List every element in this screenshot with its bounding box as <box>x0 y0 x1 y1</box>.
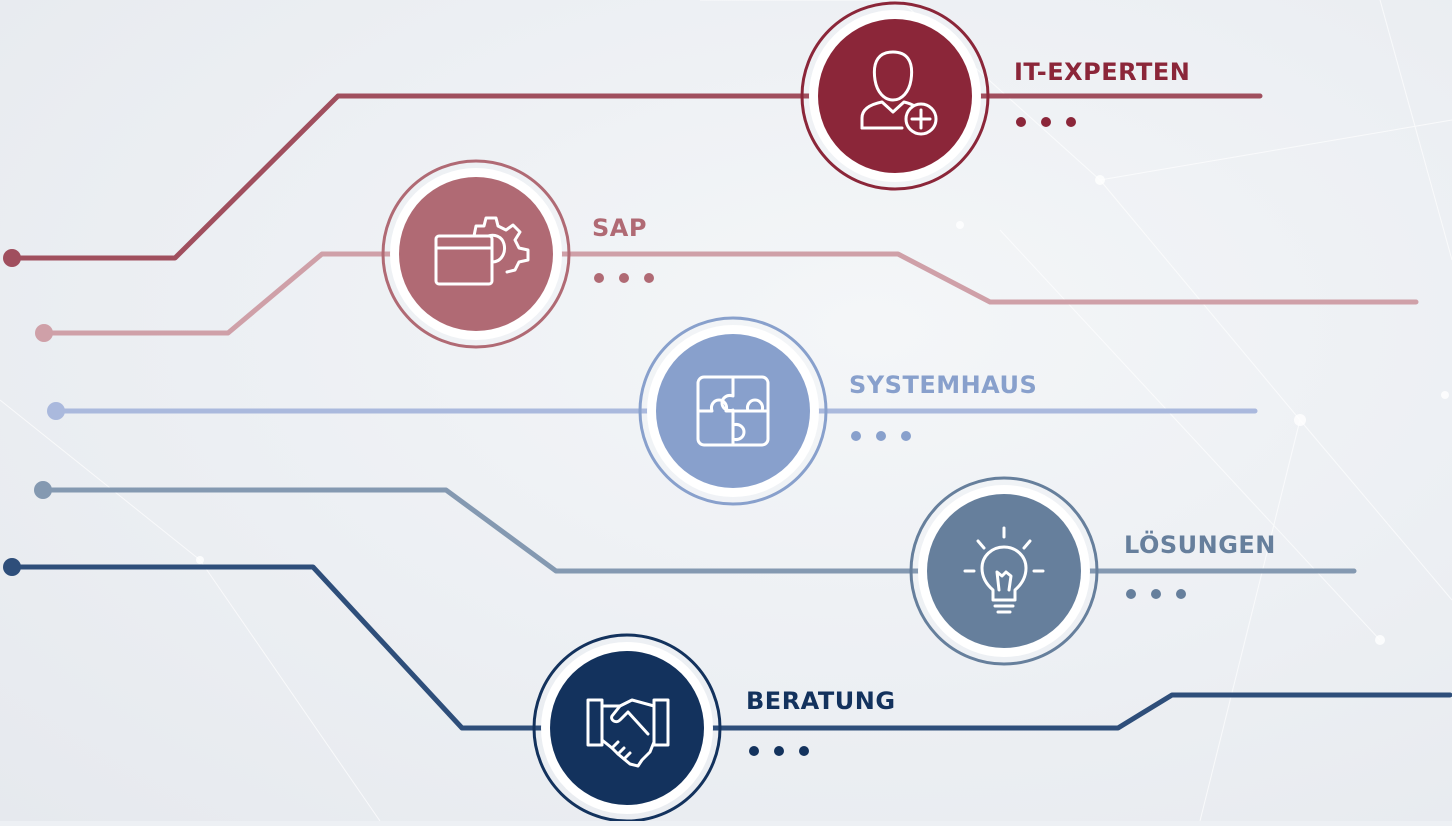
connector-line-sap <box>41 251 1419 336</box>
node-disc <box>818 19 972 173</box>
node-label: SAP <box>592 214 647 242</box>
lightbulb-icon <box>963 526 1045 614</box>
line-start-dot-sap <box>35 324 53 342</box>
node-systemhaus[interactable]: SYSTEMHAUS <box>638 316 1037 506</box>
node-disc <box>399 177 553 331</box>
browser-gear-icon <box>434 216 530 286</box>
node-beratung[interactable]: BERATUNG <box>532 633 896 823</box>
connector-line-beratung <box>9 564 1452 731</box>
node-it-experten[interactable]: IT-EXPERTEN <box>800 1 1190 191</box>
handshake-icon <box>586 698 670 768</box>
node-label: LÖSUNGEN <box>1124 529 1276 559</box>
line-start-dot-it-experten <box>3 249 21 267</box>
node-disc <box>927 494 1081 648</box>
node-loesungen[interactable]: LÖSUNGEN <box>909 476 1276 666</box>
connector-line-it-experten <box>9 93 1263 261</box>
line-start-dot-loesungen <box>34 481 52 499</box>
node-disc <box>550 651 704 805</box>
more-dots[interactable] <box>749 746 809 756</box>
line-start-dot-beratung <box>3 558 21 576</box>
node-outer-ring <box>638 316 828 506</box>
node-outer-ring <box>800 1 990 191</box>
node-outer-ring <box>909 476 1099 666</box>
more-dots[interactable] <box>594 273 654 283</box>
node-label: IT-EXPERTEN <box>1014 58 1190 86</box>
line-start-dot-systemhaus <box>47 402 65 420</box>
background-dots <box>196 175 1449 645</box>
node-label: SYSTEMHAUS <box>849 371 1037 399</box>
node-outer-ring <box>381 159 571 349</box>
more-dots[interactable] <box>851 431 911 441</box>
puzzle-icon <box>696 375 770 447</box>
node-sap[interactable]: SAP <box>381 159 654 349</box>
node-label: BERATUNG <box>746 687 896 715</box>
more-dots[interactable] <box>1016 117 1076 127</box>
user-plus-icon <box>860 50 938 136</box>
more-dots[interactable] <box>1126 589 1186 599</box>
